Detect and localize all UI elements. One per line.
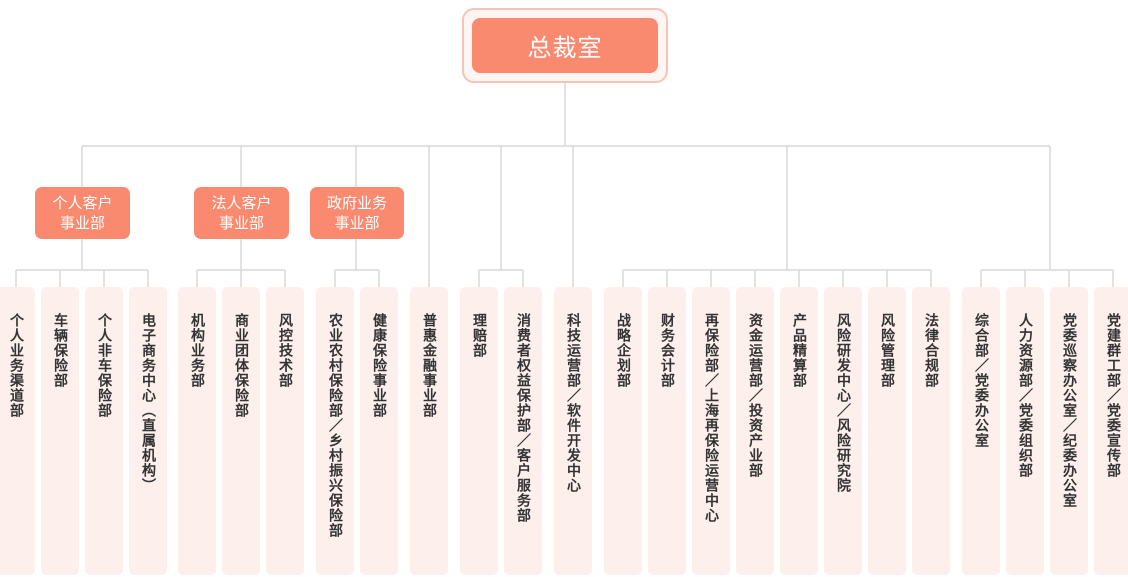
- dept-node[interactable]: 机构业务部: [178, 287, 216, 575]
- dept-node[interactable]: 财务会计部: [648, 287, 686, 575]
- dept-label: 电子商务中心（直属机构）: [140, 313, 156, 493]
- dept-label: 党建群工部／党委宣传部: [1105, 313, 1121, 478]
- dept-label: 健康保险事业部: [371, 313, 387, 418]
- dept-label: 风控技术部: [277, 313, 293, 388]
- root-node-label: 总裁室: [527, 34, 603, 62]
- division-node-government[interactable]: 政府业务 事业部: [310, 187, 404, 239]
- dept-label: 法律合规部: [923, 313, 939, 388]
- dept-node[interactable]: 个人非车保险部: [85, 287, 123, 575]
- dept-node[interactable]: 理赔部: [460, 287, 498, 575]
- division-label: 政府业务 事业部: [326, 194, 387, 232]
- dept-label: 综合部／党委办公室: [973, 313, 989, 448]
- dept-node[interactable]: 再保险部／上海再保险运营中心: [692, 287, 730, 575]
- dept-node[interactable]: 法律合规部: [912, 287, 950, 575]
- dept-node[interactable]: 科技运营部／软件开发中心: [554, 287, 592, 575]
- dept-node[interactable]: 健康保险事业部: [360, 287, 398, 575]
- dept-node[interactable]: 个人业务渠道部: [0, 287, 35, 575]
- dept-node[interactable]: 电子商务中心（直属机构）: [129, 287, 167, 575]
- dept-node[interactable]: 商业团体保险部: [222, 287, 260, 575]
- dept-label: 风险管理部: [879, 313, 895, 388]
- dept-label: 车辆保险部: [52, 313, 68, 388]
- dept-node[interactable]: 综合部／党委办公室: [962, 287, 1000, 575]
- dept-node[interactable]: 风险研发中心／风险研究院: [824, 287, 862, 575]
- dept-node[interactable]: 风险管理部: [868, 287, 906, 575]
- dept-label: 战略企划部: [615, 313, 631, 388]
- dept-label: 产品精算部: [791, 313, 807, 388]
- dept-label: 资金运营部／投资产业部: [747, 313, 763, 478]
- dept-label: 农业农村保险部／乡村振兴保险部: [327, 313, 343, 538]
- dept-label: 再保险部／上海再保险运营中心: [703, 313, 719, 523]
- dept-label: 商业团体保险部: [233, 313, 249, 418]
- dept-node[interactable]: 风控技术部: [266, 287, 304, 575]
- division-label: 个人客户 事业部: [52, 194, 113, 232]
- dept-label: 消费者权益保护部／客户服务部: [515, 313, 531, 523]
- dept-label: 个人业务渠道部: [8, 313, 24, 418]
- root-node-president-office[interactable]: 总裁室: [472, 18, 658, 73]
- dept-node[interactable]: 资金运营部／投资产业部: [736, 287, 774, 575]
- dept-label: 党委巡察办公室／纪委办公室: [1061, 313, 1077, 508]
- dept-node[interactable]: 战略企划部: [604, 287, 642, 575]
- dept-node[interactable]: 车辆保险部: [41, 287, 79, 575]
- dept-label: 理赔部: [471, 313, 487, 358]
- dept-label: 个人非车保险部: [96, 313, 112, 418]
- dept-label: 机构业务部: [189, 313, 205, 388]
- dept-node[interactable]: 消费者权益保护部／客户服务部: [504, 287, 542, 575]
- dept-node[interactable]: 党建群工部／党委宣传部: [1094, 287, 1128, 575]
- dept-node[interactable]: 党委巡察办公室／纪委办公室: [1050, 287, 1088, 575]
- dept-node[interactable]: 农业农村保险部／乡村振兴保险部: [316, 287, 354, 575]
- dept-label: 人力资源部／党委组织部: [1017, 313, 1033, 478]
- dept-node[interactable]: 普惠金融事业部: [410, 287, 448, 575]
- division-node-corporate[interactable]: 法人客户 事业部: [194, 187, 289, 239]
- dept-label: 科技运营部／软件开发中心: [565, 313, 581, 493]
- dept-node[interactable]: 产品精算部: [780, 287, 818, 575]
- division-label: 法人客户 事业部: [211, 194, 272, 232]
- dept-label: 风险研发中心／风险研究院: [835, 313, 851, 493]
- dept-label: 财务会计部: [659, 313, 675, 388]
- dept-node[interactable]: 人力资源部／党委组织部: [1006, 287, 1044, 575]
- division-node-personal[interactable]: 个人客户 事业部: [35, 187, 130, 239]
- dept-label: 普惠金融事业部: [421, 313, 437, 418]
